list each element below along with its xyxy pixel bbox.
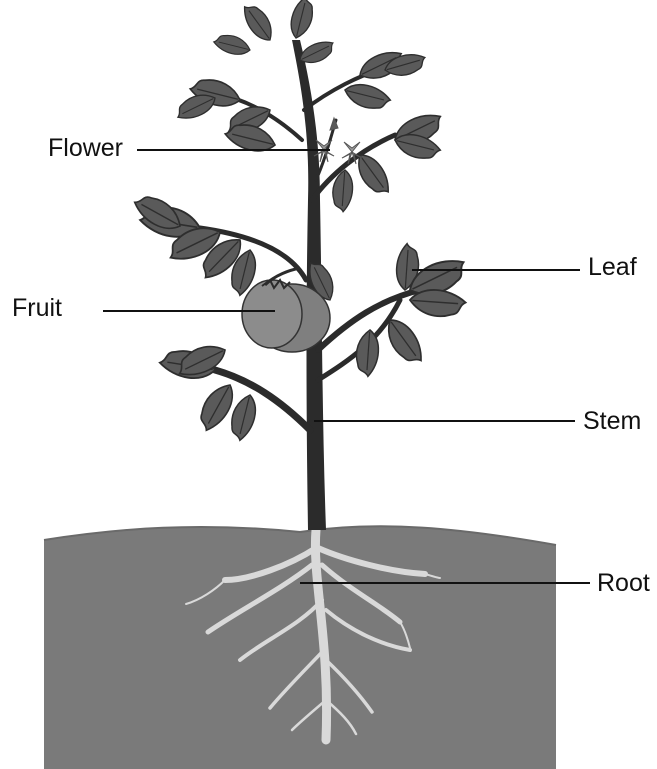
label-fruit: Fruit bbox=[12, 296, 62, 321]
label-leaf: Leaf bbox=[588, 255, 637, 280]
label-flower: Flower bbox=[48, 136, 123, 161]
label-stem: Stem bbox=[583, 409, 641, 434]
flower-icon bbox=[314, 118, 362, 164]
soil bbox=[44, 526, 556, 769]
label-root: Root bbox=[597, 571, 650, 596]
